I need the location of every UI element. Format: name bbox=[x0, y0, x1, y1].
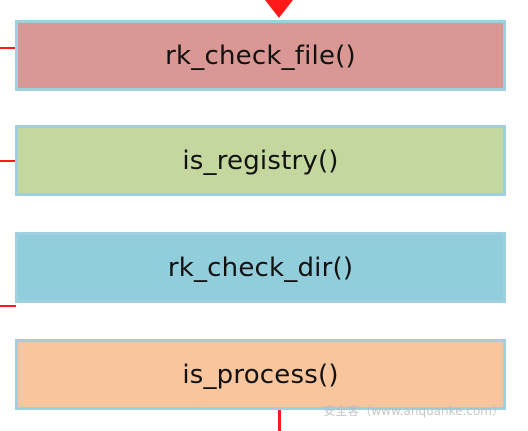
node-is-registry: is_registry() bbox=[15, 125, 506, 196]
node-rk-check-file: rk_check_file() bbox=[15, 20, 506, 91]
node-rk-check-dir: rk_check_dir() bbox=[15, 232, 506, 303]
connector-stub-bottom bbox=[278, 410, 281, 431]
watermark-text: 安全客（www.anquanke.com） bbox=[323, 404, 504, 418]
node-label: rk_check_dir() bbox=[167, 252, 354, 283]
node-label: is_registry() bbox=[182, 145, 339, 176]
connector-stub-3 bbox=[0, 305, 16, 307]
node-is-process: is_process() bbox=[15, 339, 506, 410]
connector-stub-2 bbox=[0, 160, 16, 162]
node-label: is_process() bbox=[182, 359, 339, 390]
node-label: rk_check_file() bbox=[165, 40, 356, 71]
arrow-head-top bbox=[265, 0, 293, 18]
connector-stub-1 bbox=[0, 47, 16, 49]
